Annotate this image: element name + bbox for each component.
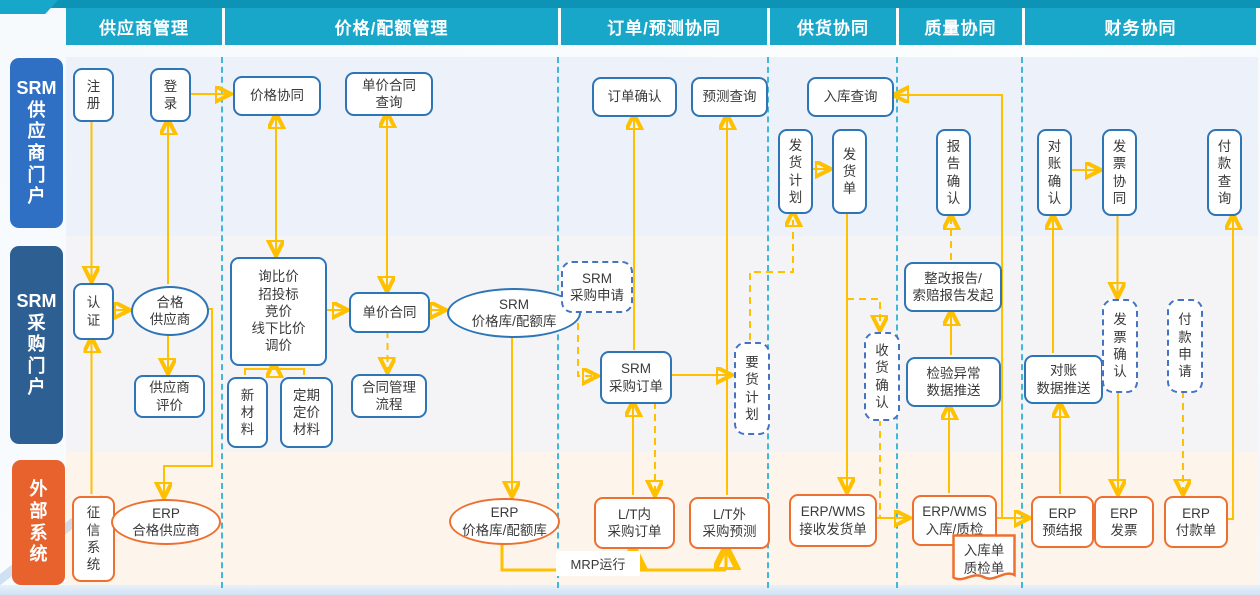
node-order-confirm: 订单确认 [592, 77, 677, 117]
node-srm-purchase-request: SRM 采购申请 [561, 261, 633, 313]
node-receipt-confirm: 收 货 确 认 [864, 332, 900, 421]
section-separator [896, 57, 898, 588]
column-header-supply: 供货协同 [770, 8, 896, 45]
column-header-supplier-mgmt: 供应商管理 [66, 8, 222, 45]
node-erp-price-lib: ERP 价格库/配额库 [449, 498, 560, 545]
node-lt-in-po: L/T内 采购订单 [594, 497, 675, 549]
node-inbound-qc-doc: 入库单 质检单 [952, 534, 1016, 585]
corner-decoration [0, 0, 58, 14]
lane-label-srm-purchase-portal: SRM 采 购 门 户 [10, 246, 63, 444]
node-payment-request: 付 款 申 请 [1167, 299, 1203, 393]
section-separator [1021, 57, 1023, 588]
node-erp-presettlement: ERP 预结报 [1031, 496, 1094, 548]
node-erp-invoice: ERP 发票 [1094, 496, 1154, 548]
node-supplier-eval: 供应商 评价 [134, 375, 205, 418]
column-header-quality: 质量协同 [899, 8, 1022, 45]
top-edge-strip [0, 0, 1260, 8]
node-erp-payment: ERP 付款单 [1164, 496, 1228, 548]
node-login: 登 录 [150, 68, 191, 122]
node-contract-process: 合同管理 流程 [351, 374, 427, 418]
column-header-price-quota: 价格/配额管理 [225, 8, 558, 45]
bottom-edge-strip [0, 585, 1260, 595]
node-payment-query: 付 款 查 询 [1207, 129, 1242, 216]
node-unit-price-contract-query: 单价合同 查询 [345, 72, 433, 116]
section-separator [221, 57, 223, 588]
node-rectification-report: 整改报告/ 索赔报告发起 [904, 262, 1002, 312]
node-recon-push: 对账 数据推送 [1024, 355, 1103, 404]
node-ship-plan: 发 货 计 划 [778, 129, 813, 214]
label-mrp-run: MRP运行 [556, 551, 640, 576]
node-new-material: 新 材 料 [227, 377, 268, 448]
lane-label-external-systems: 外 部 系 统 [12, 460, 65, 585]
node-forecast-query: 预测查询 [691, 77, 768, 117]
node-invoice-collab: 发 票 协 同 [1102, 129, 1137, 216]
node-report-confirm: 报 告 确 认 [936, 129, 971, 216]
node-inspection-push: 检验异常 数据推送 [906, 357, 1001, 407]
document-label: 入库单 质检单 [963, 543, 1005, 576]
node-erp-qualified-supplier: ERP 合格供应商 [111, 499, 221, 545]
node-inbound-query: 入库查询 [807, 77, 894, 117]
node-invoice-confirm: 发 票 确 认 [1102, 299, 1138, 393]
node-demand-plan: 要 货 计 划 [734, 342, 770, 435]
node-credit-system: 征 信 系 统 [72, 496, 115, 582]
node-price-collab: 价格协同 [233, 76, 321, 116]
node-qualified-supplier: 合格 供应商 [131, 286, 209, 336]
column-header-order-forecast: 订单/预测协同 [561, 8, 767, 45]
column-header-finance: 财务协同 [1025, 8, 1256, 45]
node-unit-price-contract: 单价合同 [349, 292, 430, 333]
node-regular-material: 定期 定价 材料 [280, 377, 333, 448]
node-rfq-bidding: 询比价 招投标 竞价 线下比价 调价 [230, 257, 327, 366]
node-auth: 认 证 [73, 283, 114, 340]
node-srm-price-lib: SRM 价格库/配额库 [447, 288, 581, 338]
node-srm-purchase-order: SRM 采购订单 [600, 351, 672, 404]
node-ship-note: 发 货 单 [832, 129, 867, 214]
lane-label-srm-supplier-portal: SRM 供 应 商 门 户 [10, 58, 63, 228]
node-lt-out-forecast: L/T外 采购预测 [689, 497, 770, 549]
document-shape [952, 534, 1016, 581]
node-erp-wms-receive: ERP/WMS 接收发货单 [789, 494, 877, 547]
node-recon-confirm: 对 账 确 认 [1037, 129, 1072, 216]
node-register: 注 册 [73, 68, 114, 122]
